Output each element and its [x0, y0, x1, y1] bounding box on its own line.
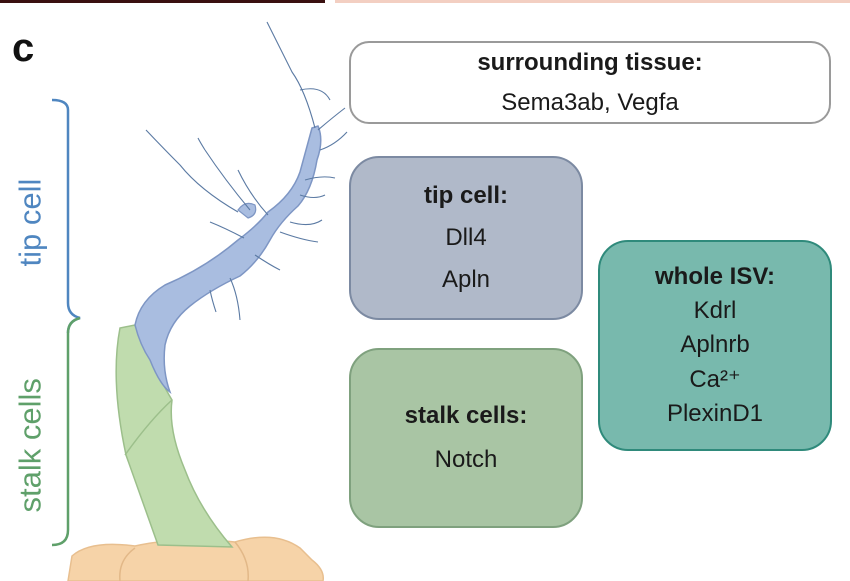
surrounding-tissue-box: surrounding tissue: Sema3ab, Vegfa [349, 41, 831, 124]
stalk-cells-title: stalk cells: [404, 402, 528, 429]
tip-cell-box: tip cell: Dll4 Apln [349, 156, 583, 320]
surrounding-tissue-factors: Sema3ab, Vegfa [501, 88, 679, 116]
surrounding-tissue-title: surrounding tissue: [477, 48, 703, 76]
tip-cell-label: tip cell [12, 178, 48, 267]
top-strip-light [335, 0, 850, 3]
whole-isv-box: whole ISV: Kdrl Aplnrb Ca²⁺ PlexinD1 [598, 240, 832, 451]
whole-isv-factor-plexind1: PlexinD1 [666, 400, 764, 427]
tip-cell-title: tip cell: [423, 182, 508, 209]
tip-cell-factor-apln: Apln [441, 266, 491, 293]
tip-cell-shape [134, 125, 322, 394]
panel-letter: c [12, 26, 35, 70]
whole-isv-factor-calcium: Ca²⁺ [689, 366, 741, 393]
whole-isv-factor-aplnrb: Aplnrb [680, 331, 750, 358]
filopodia [145, 21, 348, 321]
aorta-base [67, 536, 325, 581]
stalk-cells-brace [51, 316, 81, 547]
stalk-cells-factor-notch: Notch [434, 446, 498, 473]
whole-isv-factor-kdrl: Kdrl [693, 297, 737, 324]
tip-cell-factor-dll4: Dll4 [445, 224, 487, 251]
stalk-cells-box: stalk cells: Notch [349, 348, 583, 528]
top-strip-dark [0, 0, 325, 3]
tip-cell-brace [51, 98, 81, 334]
whole-isv-title: whole ISV: [654, 263, 776, 290]
stalk-cells-label: stalk cells [12, 378, 48, 513]
stalk-cells-shape [115, 324, 234, 548]
